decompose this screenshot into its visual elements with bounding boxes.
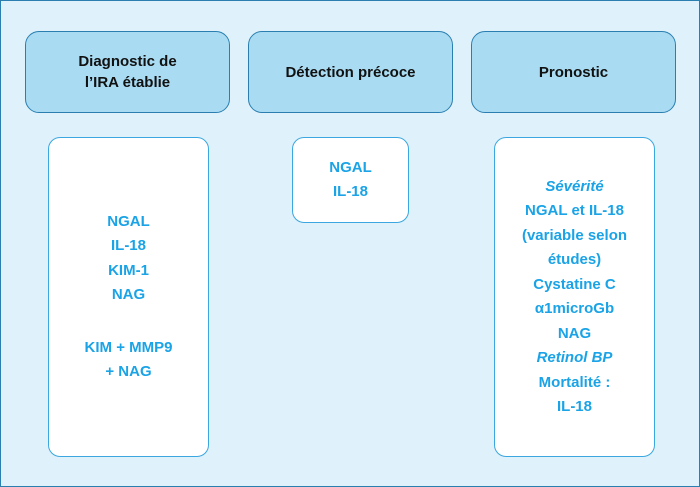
severity-label: Sévérité bbox=[545, 177, 604, 195]
biomarker-item: IL-18 bbox=[110, 237, 146, 254]
biomarker-item: Cystatine C bbox=[533, 275, 616, 293]
diagnostic-panel: NGAL IL-18 KIM-1 NAG KIM + MMP9 + NAG bbox=[48, 137, 209, 457]
header-pronostic-label: Pronostic bbox=[538, 63, 609, 81]
pronostic-panel: Sévérité NGAL et IL-18 (variable selon é… bbox=[494, 137, 655, 457]
biomarker-item: NGAL bbox=[107, 212, 150, 230]
detection-panel: NGAL IL-18 bbox=[292, 137, 409, 223]
mortality-label: Mortalité : bbox=[538, 373, 611, 391]
biomarker-item: KIM-1 bbox=[108, 261, 149, 279]
biomarker-item: IL-18 bbox=[556, 398, 592, 415]
biomarker-item: NAG bbox=[557, 324, 592, 342]
biomarker-item: KIM + MMP9 bbox=[84, 338, 173, 356]
biomarker-item: NGAL bbox=[329, 158, 372, 176]
retinol-label: Retinol BP bbox=[536, 349, 613, 366]
biomarker-item: NGAL et IL-18 bbox=[525, 202, 624, 219]
header-diagnostic: Diagnostic de l’IRA établie bbox=[25, 31, 230, 113]
biomarker-item: (variable selon bbox=[521, 226, 628, 244]
biomarker-item: α1microGb bbox=[534, 300, 615, 317]
header-pronostic: Pronostic bbox=[471, 31, 676, 113]
biomarker-item: études) bbox=[547, 251, 602, 268]
header-detection: Détection précoce bbox=[248, 31, 453, 113]
header-detection-label: Détection précoce bbox=[285, 63, 416, 81]
biomarker-item: NAG bbox=[111, 286, 146, 303]
header-diagnostic-label: Diagnostic de l’IRA établie bbox=[78, 53, 177, 91]
biomarker-item: IL-18 bbox=[332, 183, 368, 200]
biomarker-item: + NAG bbox=[105, 363, 152, 380]
